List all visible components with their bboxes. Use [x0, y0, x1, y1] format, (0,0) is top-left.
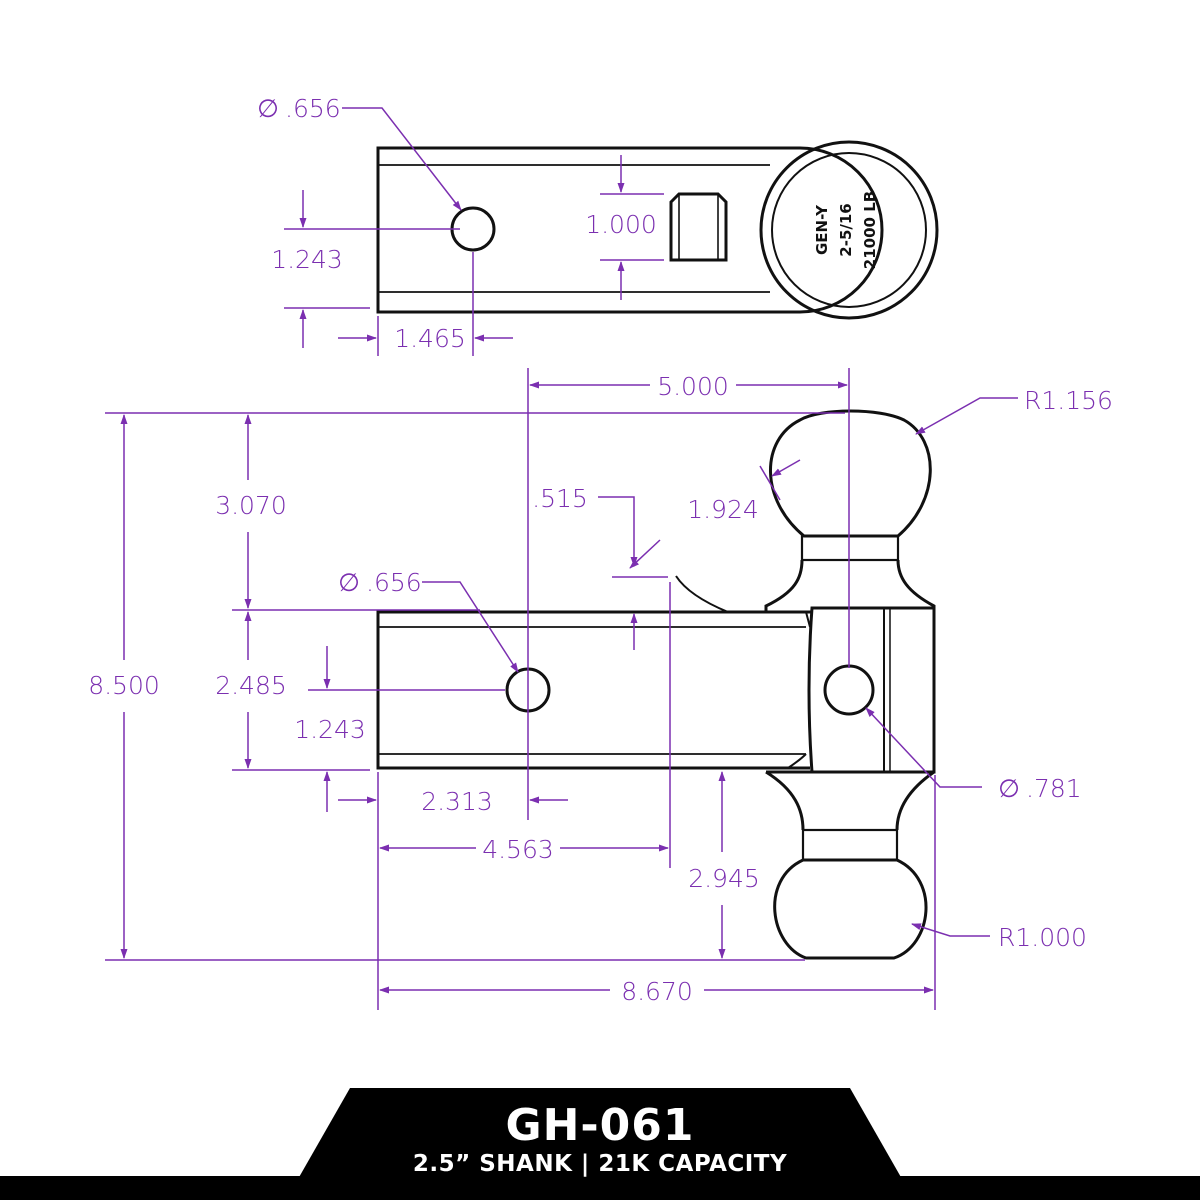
top-view-dimensions — [284, 107, 664, 356]
pin-hole-offset-label: 2.313 — [421, 787, 493, 816]
upper-ball-diameter-label: 1.924 — [687, 495, 759, 524]
upper-ball-diameter-tick — [759, 465, 781, 501]
pin-hole-height-label: 1.243 — [294, 715, 366, 744]
upper-ball-neck — [764, 559, 936, 612]
pivot-hole-diameter-label: .781 — [1026, 774, 1082, 803]
spec-subtitle: 2.5” SHANK | 21K CAPACITY — [413, 1151, 787, 1177]
shank-lower-lip — [787, 753, 807, 769]
top-view-ball-inner — [771, 152, 927, 308]
model-title: GH-061 — [505, 1100, 694, 1151]
lower-ball — [773, 858, 928, 960]
side-view — [376, 409, 936, 960]
product-banner: GH-061 2.5” SHANK | 21K CAPACITY — [0, 1088, 1200, 1200]
shank-length-label: 4.563 — [482, 835, 554, 864]
banner-base-strip — [0, 1176, 1200, 1200]
upper-ball-collar — [800, 534, 900, 562]
upper-ball-diameter-arrow — [771, 459, 801, 477]
lower-ball-radius-leader — [911, 923, 990, 937]
banner-trapezoid — [286, 1088, 914, 1200]
upper-ball-radius-label: R1.156 — [1024, 386, 1113, 415]
shank-upper-notch — [675, 575, 729, 613]
overall-height-label: 8.500 — [88, 671, 160, 700]
top-view — [376, 140, 939, 320]
lower-ball-collar — [801, 828, 899, 862]
shank-upper-lip — [730, 611, 811, 628]
top-hole-diameter-symbol: ∅ — [257, 94, 279, 123]
lock-width-label: 1.000 — [585, 210, 657, 239]
overall-length-label: 8.670 — [621, 977, 693, 1006]
notch-depth-leader — [598, 496, 638, 567]
ball-stamp: GEN-Y 2-5/16 21000 LB — [813, 191, 879, 269]
top-view-ball-outer — [759, 140, 939, 320]
ball-stamp-rating: 21000 LB — [861, 191, 879, 269]
lower-ball-neck — [765, 770, 935, 831]
shank-height-label: 2.485 — [215, 671, 287, 700]
pivot-hole-diameter-leader — [865, 707, 982, 788]
upper-ball — [769, 409, 932, 538]
top-hole-height-label: 1.243 — [271, 245, 343, 274]
upper-ball-radius-leader — [915, 397, 1018, 435]
pivot-hole — [823, 664, 875, 716]
ball-stamp-brand: GEN-Y — [813, 204, 831, 255]
lower-ball-drop-label: 2.945 — [688, 864, 760, 893]
ball-stamp-size: 2-5/16 — [837, 203, 855, 256]
top-hole-diameter-leader — [342, 107, 462, 211]
top-hole-diameter-label: .656 — [285, 94, 341, 123]
lower-ball-radius-label: R1.000 — [998, 923, 1087, 952]
pin-hole-diameter-label: .656 — [366, 568, 422, 597]
top-hole-offset-label: 1.465 — [394, 324, 466, 353]
ball-spacing-label: 5.000 — [657, 372, 729, 401]
pin-hole-diameter-symbol: ∅ — [338, 568, 360, 597]
side-view-dimensions — [105, 368, 1018, 1010]
upper-ball-rise-label: 3.070 — [215, 491, 287, 520]
notch-angle-arrow — [629, 539, 661, 569]
notch-depth-label: .515 — [532, 484, 588, 513]
pin-hole-diameter-leader — [422, 581, 519, 673]
pivot-hole-diameter-symbol: ∅ — [998, 774, 1020, 803]
